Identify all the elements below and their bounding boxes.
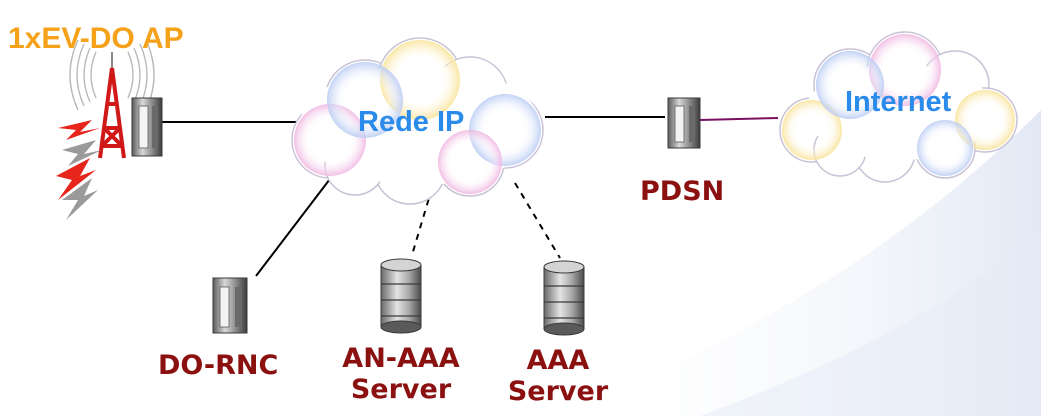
link-ip-network-to-do-rnc (255, 174, 334, 277)
do-rnc-label: DO-RNC (158, 350, 279, 381)
pdsn-server-icon (667, 97, 701, 149)
access-point-server-icon (131, 97, 163, 157)
ip-network-cloud-icon (291, 37, 544, 205)
internet-label: Internet (845, 86, 952, 118)
aaa-label-line2: Server (507, 376, 609, 407)
an-aaa-server-label: AN-AAA Server (328, 343, 474, 405)
access-point-label: 1xEV-DO AP (8, 22, 184, 55)
aaa-server-label: AAA Server (490, 345, 626, 407)
link-ip-network-to-aaa (514, 182, 561, 259)
an-aaa-server-icon (380, 258, 422, 334)
lightning-icon (56, 120, 102, 220)
pdsn-label: PDSN (640, 176, 725, 207)
an-aaa-label-line1: AN-AAA (342, 343, 460, 374)
radio-tower-icon (69, 39, 155, 159)
internet-cloud-icon (779, 31, 1018, 183)
aaa-label-line1: AAA (526, 345, 590, 376)
link-pdsn-to-internet (699, 117, 779, 121)
ip-network-label: Rede IP (358, 106, 465, 138)
aaa-server-icon (543, 260, 585, 336)
do-rnc-server-icon (212, 277, 248, 334)
an-aaa-label-line2: Server (350, 374, 452, 405)
